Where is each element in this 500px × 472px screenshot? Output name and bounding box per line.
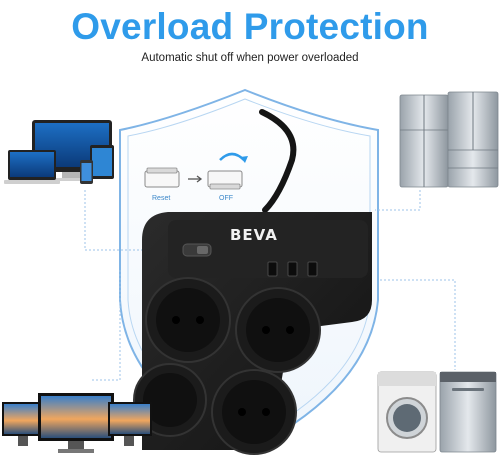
socket-icon xyxy=(145,277,231,363)
usb-ports xyxy=(267,261,318,277)
usb-port-icon xyxy=(287,261,298,277)
arrow-right-icon xyxy=(188,175,203,183)
curved-arrow-icon xyxy=(219,152,248,163)
usb-port-icon xyxy=(307,261,318,277)
usb-port-icon xyxy=(267,261,278,277)
socket-icon xyxy=(211,369,297,455)
multi-monitor-icon xyxy=(2,393,152,453)
socket-icon xyxy=(235,287,321,373)
brand-label: BEVA xyxy=(230,226,278,244)
headline-subtitle: Automatic shut off when power overloaded xyxy=(141,52,359,64)
rocker-switch-icon xyxy=(144,167,180,188)
rocker-switch-icon xyxy=(207,170,243,190)
dishwasher-icon xyxy=(439,371,497,453)
connector-lines xyxy=(84,190,456,381)
washing-machine-icon xyxy=(377,371,437,453)
headline-title: Overload Protection xyxy=(71,6,429,47)
switch-diagram: Reset OFF xyxy=(144,152,248,202)
power-cord xyxy=(259,109,297,213)
refrigerator-icon xyxy=(399,91,499,188)
power-switch-icon xyxy=(182,243,212,257)
reset-label: Reset xyxy=(152,195,170,202)
computer-devices-icon xyxy=(4,120,114,184)
off-label: OFF xyxy=(219,195,233,202)
power-strip: BEVA xyxy=(133,212,372,455)
